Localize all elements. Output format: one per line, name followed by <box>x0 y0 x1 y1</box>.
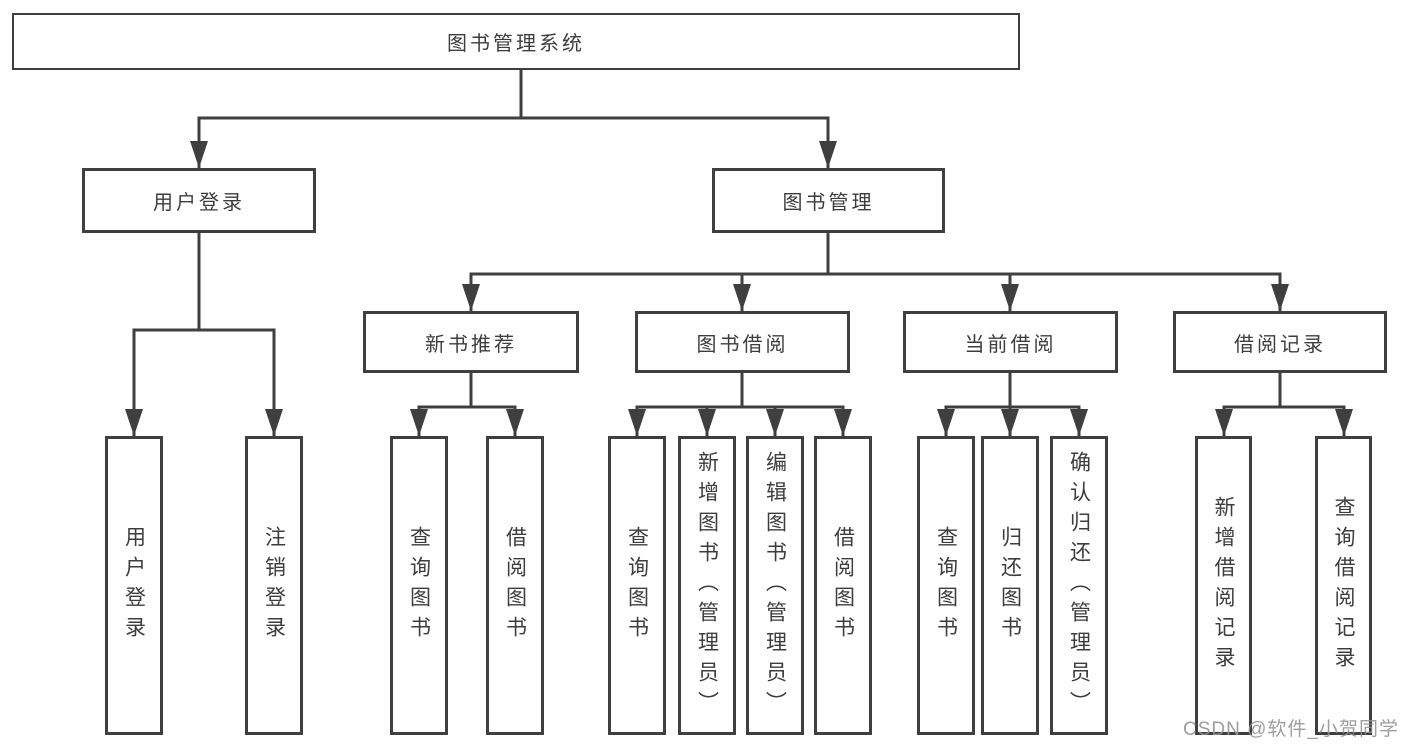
node-label: 查询图书 <box>934 525 958 646</box>
arrowhead <box>1001 409 1019 436</box>
arrowhead <box>834 409 852 436</box>
arrowhead <box>410 409 428 436</box>
node-label: 用户登录 <box>122 525 146 646</box>
node-label: 用户登录 <box>153 192 245 214</box>
arrowhead <box>1335 409 1353 436</box>
arrowhead <box>1070 409 1088 436</box>
node-label: 当前借阅 <box>964 333 1057 356</box>
leaf-query-books-borrowing: 查询图书 <box>608 436 666 735</box>
tree-edges <box>132 70 1346 436</box>
leaf-user-login: 用户登录 <box>105 436 163 735</box>
arrowhead <box>265 409 283 436</box>
node-label: 借阅图书 <box>831 525 855 646</box>
node-label: 图书管理系统 <box>447 33 585 55</box>
leaf-query-borrow-record: 查询借阅记录 <box>1315 436 1372 735</box>
node-library-management-system: 图书管理系统 <box>12 13 1020 70</box>
node-label: 确认归还（管理员） <box>1067 450 1091 721</box>
node-current-borrowing: 当前借阅 <box>903 311 1118 373</box>
node-label: 查询图书 <box>625 525 649 646</box>
node-label: 借阅图书 <box>503 525 527 646</box>
leaf-query-books-recommend: 查询图书 <box>390 436 448 735</box>
arrowhead <box>462 284 480 311</box>
leaf-add-book-admin: 新增图书（管理员） <box>678 436 736 735</box>
leaf-add-borrow-record: 新增借阅记录 <box>1195 436 1252 735</box>
node-user-login: 用户登录 <box>82 168 316 233</box>
arrowhead <box>733 284 751 311</box>
arrowhead <box>190 141 208 168</box>
node-label: 归还图书 <box>998 525 1022 646</box>
arrowhead <box>819 141 837 168</box>
node-label: 新书推荐 <box>425 333 517 356</box>
arrowhead <box>125 409 143 436</box>
node-label: 查询借阅记录 <box>1332 495 1355 676</box>
arrowhead <box>1001 284 1019 311</box>
node-label: 查询图书 <box>407 525 431 646</box>
leaf-edit-book-admin: 编辑图书（管理员） <box>746 436 804 735</box>
arrowhead <box>1215 409 1233 436</box>
node-label: 借阅记录 <box>1234 333 1326 356</box>
leaf-query-books-current: 查询图书 <box>917 436 975 735</box>
node-label: 新增借阅记录 <box>1212 495 1235 676</box>
leaf-logout-login: 注销登录 <box>245 436 303 735</box>
node-label: 注销登录 <box>262 525 286 646</box>
node-new-book-recommendation: 新书推荐 <box>363 311 579 373</box>
node-borrowing-records: 借阅记录 <box>1173 311 1387 373</box>
node-label: 图书管理 <box>782 192 875 214</box>
arrowhead <box>628 409 646 436</box>
leaf-return-books: 归还图书 <box>981 436 1039 735</box>
arrowhead <box>506 409 524 436</box>
node-book-borrowing: 图书借阅 <box>635 311 850 373</box>
node-book-management: 图书管理 <box>712 168 945 233</box>
arrowhead <box>698 409 716 436</box>
arrowhead <box>937 409 955 436</box>
leaf-borrow-books-recommend: 借阅图书 <box>486 436 544 735</box>
node-label: 编辑图书（管理员） <box>763 450 787 721</box>
csdn-watermark: CSDN @软件_小贺同学 <box>1183 719 1399 740</box>
arrowhead <box>1271 284 1289 311</box>
node-label: 新增图书（管理员） <box>695 450 719 721</box>
node-label: 图书借阅 <box>696 333 789 356</box>
leaf-confirm-return-admin: 确认归还（管理员） <box>1050 436 1108 735</box>
arrowhead <box>766 409 784 436</box>
leaf-borrow-books-borrowing: 借阅图书 <box>814 436 872 735</box>
